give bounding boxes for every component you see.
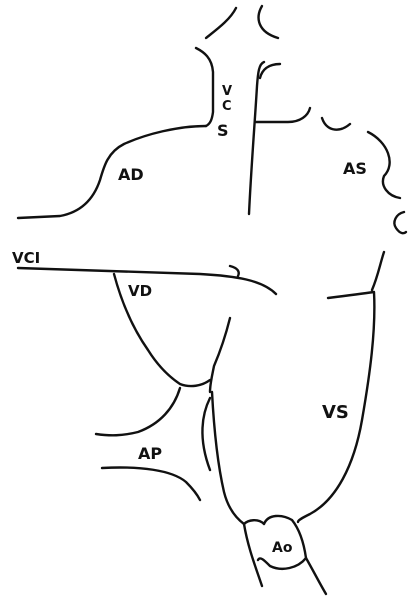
aorta-left-wall (244, 524, 262, 586)
right-atrium-outline (18, 126, 206, 218)
label-svc-c: C (222, 99, 232, 114)
rv-septum-line (210, 318, 230, 392)
left-atrium-small-curve (394, 212, 406, 233)
ivc-small-curve (230, 266, 239, 276)
label-left-ventricle: VS (322, 402, 349, 423)
label-right-atrium: AD (118, 165, 144, 184)
central-vessel-left (249, 62, 264, 214)
top-right-vessel-curve (259, 6, 278, 38)
pulmonary-artery-lower (102, 468, 200, 500)
vessel-crossing (256, 108, 310, 122)
aorta-right-wall (306, 558, 326, 594)
label-pulmonary-artery: AP (138, 444, 162, 463)
left-ventricle-outline (212, 392, 244, 524)
label-ivc: VCI (12, 249, 40, 267)
left-atrium-upper-curve (322, 118, 350, 130)
label-svc-s: S (217, 121, 229, 140)
label-svc-v: V (222, 84, 232, 99)
label-left-atrium: AS (343, 159, 367, 178)
label-right-ventricle: VD (128, 282, 152, 300)
left-atrium-right-border (368, 132, 400, 198)
central-vessel-branch (260, 64, 280, 78)
left-ventricle-top-right (372, 252, 384, 290)
label-aorta: Ao (272, 540, 293, 556)
svc-left-wall (196, 48, 213, 126)
top-left-vessel-curve (206, 8, 236, 38)
pulmonary-artery-upper (96, 388, 180, 435)
pulmonary-artery-inner (202, 398, 210, 470)
